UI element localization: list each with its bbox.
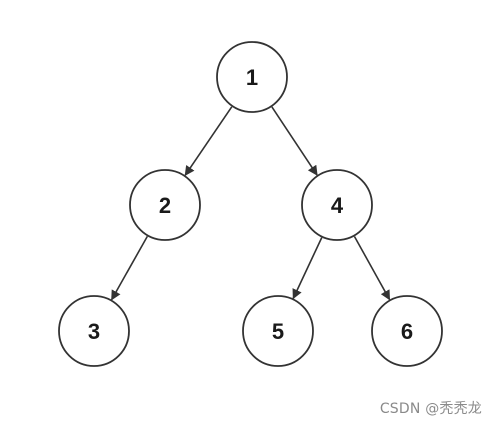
node-label: 6 [401,319,413,344]
node-label: 5 [272,319,284,344]
nodes-layer: 1 2 4 3 5 6 [58,41,443,367]
edge-n4-n6 [353,236,391,301]
edge-n2-n3 [110,235,149,301]
edge-n1-n4 [271,106,318,176]
node-circle [242,295,314,367]
node-circle [301,169,373,241]
watermark-text: CSDN @秃秃龙 [379,401,482,417]
node-label: 1 [246,65,258,90]
node-label: 3 [88,319,100,344]
tree-node-2: 2 [129,169,201,241]
node-circle [371,295,443,367]
tree-node-3: 3 [58,295,130,367]
edges-layer [110,106,391,301]
node-circle [58,295,130,367]
edge-n4-n5 [292,237,323,300]
tree-node-1: 1 [216,41,288,113]
node-label: 2 [159,193,171,218]
node-circle [129,169,201,241]
tree-node-4: 4 [301,169,373,241]
edge-n1-n2 [184,106,233,177]
node-circle [216,41,288,113]
tree-node-5: 5 [242,295,314,367]
node-label: 4 [331,193,344,218]
tree-node-6: 6 [371,295,443,367]
